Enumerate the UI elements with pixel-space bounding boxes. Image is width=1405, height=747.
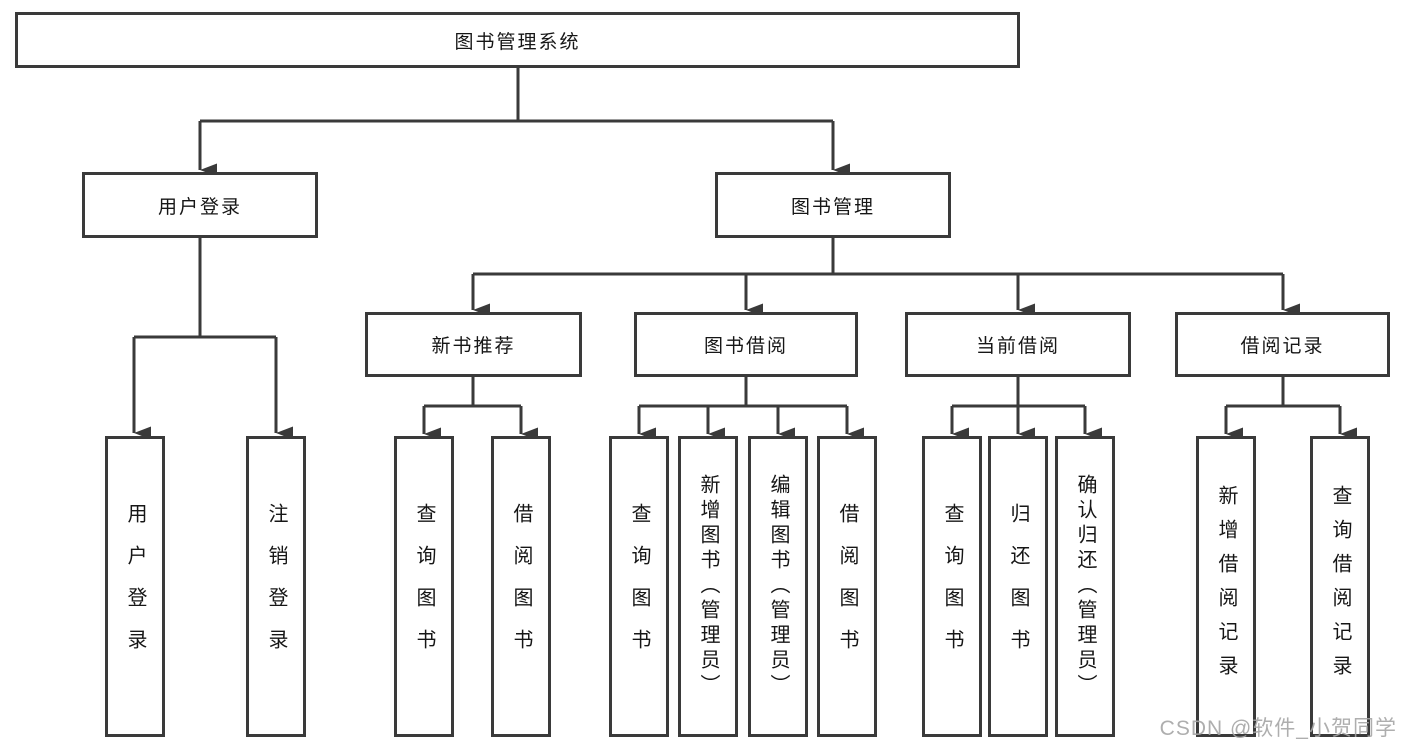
- leaf-confirm-return-admin: 确认归还（管理员）: [1055, 436, 1115, 737]
- node-user-login-group: 用户登录: [82, 172, 318, 238]
- leaf-query-books-current: 查询图书: [922, 436, 982, 737]
- node-borrow-records: 借阅记录: [1175, 312, 1390, 377]
- node-book-borrow: 图书借阅: [634, 312, 858, 377]
- node-root-library-system: 图书管理系统: [15, 12, 1020, 68]
- leaf-borrow-books: 借阅图书: [817, 436, 877, 737]
- leaf-query-borrow-record: 查询借阅记录: [1310, 436, 1370, 737]
- leaf-borrow-books-recommend: 借阅图书: [491, 436, 551, 737]
- csdn-watermark: CSDN @软件_小贺同学: [1159, 717, 1397, 740]
- node-new-book-recommend: 新书推荐: [365, 312, 582, 377]
- leaf-user-login: 用户登录: [105, 436, 165, 737]
- leaf-edit-book-admin: 编辑图书（管理员）: [748, 436, 808, 737]
- leaf-query-books-recommend: 查询图书: [394, 436, 454, 737]
- leaf-return-book: 归还图书: [988, 436, 1048, 737]
- leaf-add-book-admin: 新增图书（管理员）: [678, 436, 738, 737]
- node-current-borrow: 当前借阅: [905, 312, 1131, 377]
- leaf-query-books-borrow: 查询图书: [609, 436, 669, 737]
- node-book-management: 图书管理: [715, 172, 951, 238]
- leaf-logout: 注销登录: [246, 436, 306, 737]
- leaf-add-borrow-record: 新增借阅记录: [1196, 436, 1256, 737]
